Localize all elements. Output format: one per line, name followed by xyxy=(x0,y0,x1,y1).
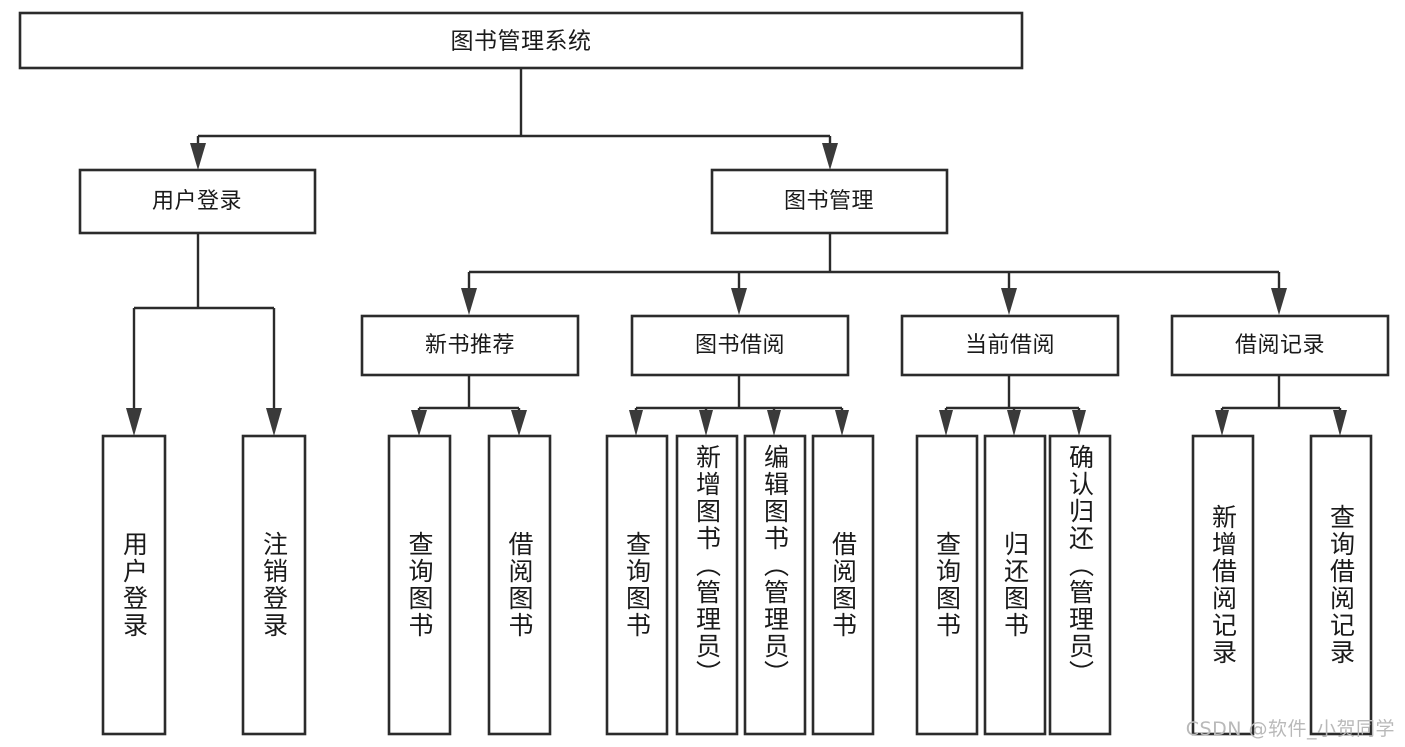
node-borrow-record[interactable]: 借阅记录 xyxy=(1170,314,1390,377)
node-book-manage[interactable]: 图书管理 xyxy=(710,168,949,235)
arrow-to-user-login-icon xyxy=(190,143,206,170)
node-root-box[interactable] xyxy=(18,11,1024,70)
node-new-book-recommend[interactable]: 新书推荐 xyxy=(360,314,580,377)
node-leaf-confirm-return-box[interactable] xyxy=(1048,434,1112,736)
node-book-borrow[interactable]: 图书借阅 xyxy=(630,314,850,377)
node-leaf-logout-login-box[interactable] xyxy=(241,434,307,736)
node-leaf-user-login-box[interactable] xyxy=(101,434,167,736)
arrow-to-leaf-3-icon xyxy=(411,410,427,436)
node-leaf-query-record-box[interactable] xyxy=(1309,434,1373,736)
node-root-label: 图书管理系统 xyxy=(451,29,592,55)
arrow-to-new-book-icon xyxy=(461,288,477,315)
arrow-to-leaf-6-icon xyxy=(699,410,713,436)
node-book-manage-box[interactable] xyxy=(710,168,949,235)
node-leaf-add-record-box[interactable] xyxy=(1191,434,1255,736)
arrow-to-leaf-1-icon xyxy=(126,408,142,436)
arrow-to-current-borrow-icon xyxy=(1001,288,1017,315)
arrow-to-leaf-2-icon xyxy=(266,408,282,436)
arrow-to-leaf-5-icon xyxy=(629,410,643,436)
arrow-to-book-borrow-icon xyxy=(731,288,747,315)
node-book-manage-label: 图书管理 xyxy=(784,189,874,214)
arrow-to-book-manage-icon xyxy=(822,143,838,170)
node-leaf-query-book-3-box[interactable] xyxy=(915,434,979,736)
arrow-to-leaf-9-icon xyxy=(939,410,953,436)
arrow-to-leaf-8-icon xyxy=(835,410,849,436)
node-current-borrow-label: 当前借阅 xyxy=(965,333,1055,358)
node-book-borrow-box[interactable] xyxy=(630,314,850,377)
node-borrow-record-label: 借阅记录 xyxy=(1235,333,1325,358)
node-current-borrow-box[interactable] xyxy=(900,314,1120,377)
node-leaf-query-book-1-box[interactable] xyxy=(387,434,452,736)
node-leaf-add-book-box[interactable] xyxy=(675,434,739,736)
node-user-login-label: 用户登录 xyxy=(152,189,242,214)
arrow-to-leaf-10-icon xyxy=(1007,410,1021,436)
node-book-borrow-label: 图书借阅 xyxy=(695,333,785,358)
arrow-to-leaf-11-icon xyxy=(1072,410,1086,436)
node-borrow-record-box[interactable] xyxy=(1170,314,1390,377)
leaf-box-group xyxy=(101,434,1373,736)
node-leaf-query-book-2-box[interactable] xyxy=(605,434,669,736)
node-leaf-borrow-book-2-box[interactable] xyxy=(811,434,875,736)
arrow-to-leaf-4-icon xyxy=(511,410,527,436)
node-leaf-borrow-book-1-box[interactable] xyxy=(487,434,552,736)
node-leaf-edit-book-box[interactable] xyxy=(743,434,807,736)
node-root[interactable]: 图书管理系统 xyxy=(18,11,1024,70)
arrow-to-leaf-12-icon xyxy=(1215,410,1229,436)
arrow-to-borrow-record-icon xyxy=(1271,288,1287,315)
arrowhead-group xyxy=(126,143,1347,436)
arrow-to-leaf-13-icon xyxy=(1333,410,1347,436)
node-user-login[interactable]: 用户登录 xyxy=(78,168,317,235)
arrow-to-leaf-7-icon xyxy=(767,410,781,436)
node-leaf-return-book-box[interactable] xyxy=(983,434,1047,736)
node-new-book-recommend-box[interactable] xyxy=(360,314,580,377)
node-current-borrow[interactable]: 当前借阅 xyxy=(900,314,1120,377)
node-new-book-recommend-label: 新书推荐 xyxy=(425,333,515,358)
node-user-login-box[interactable] xyxy=(78,168,317,235)
